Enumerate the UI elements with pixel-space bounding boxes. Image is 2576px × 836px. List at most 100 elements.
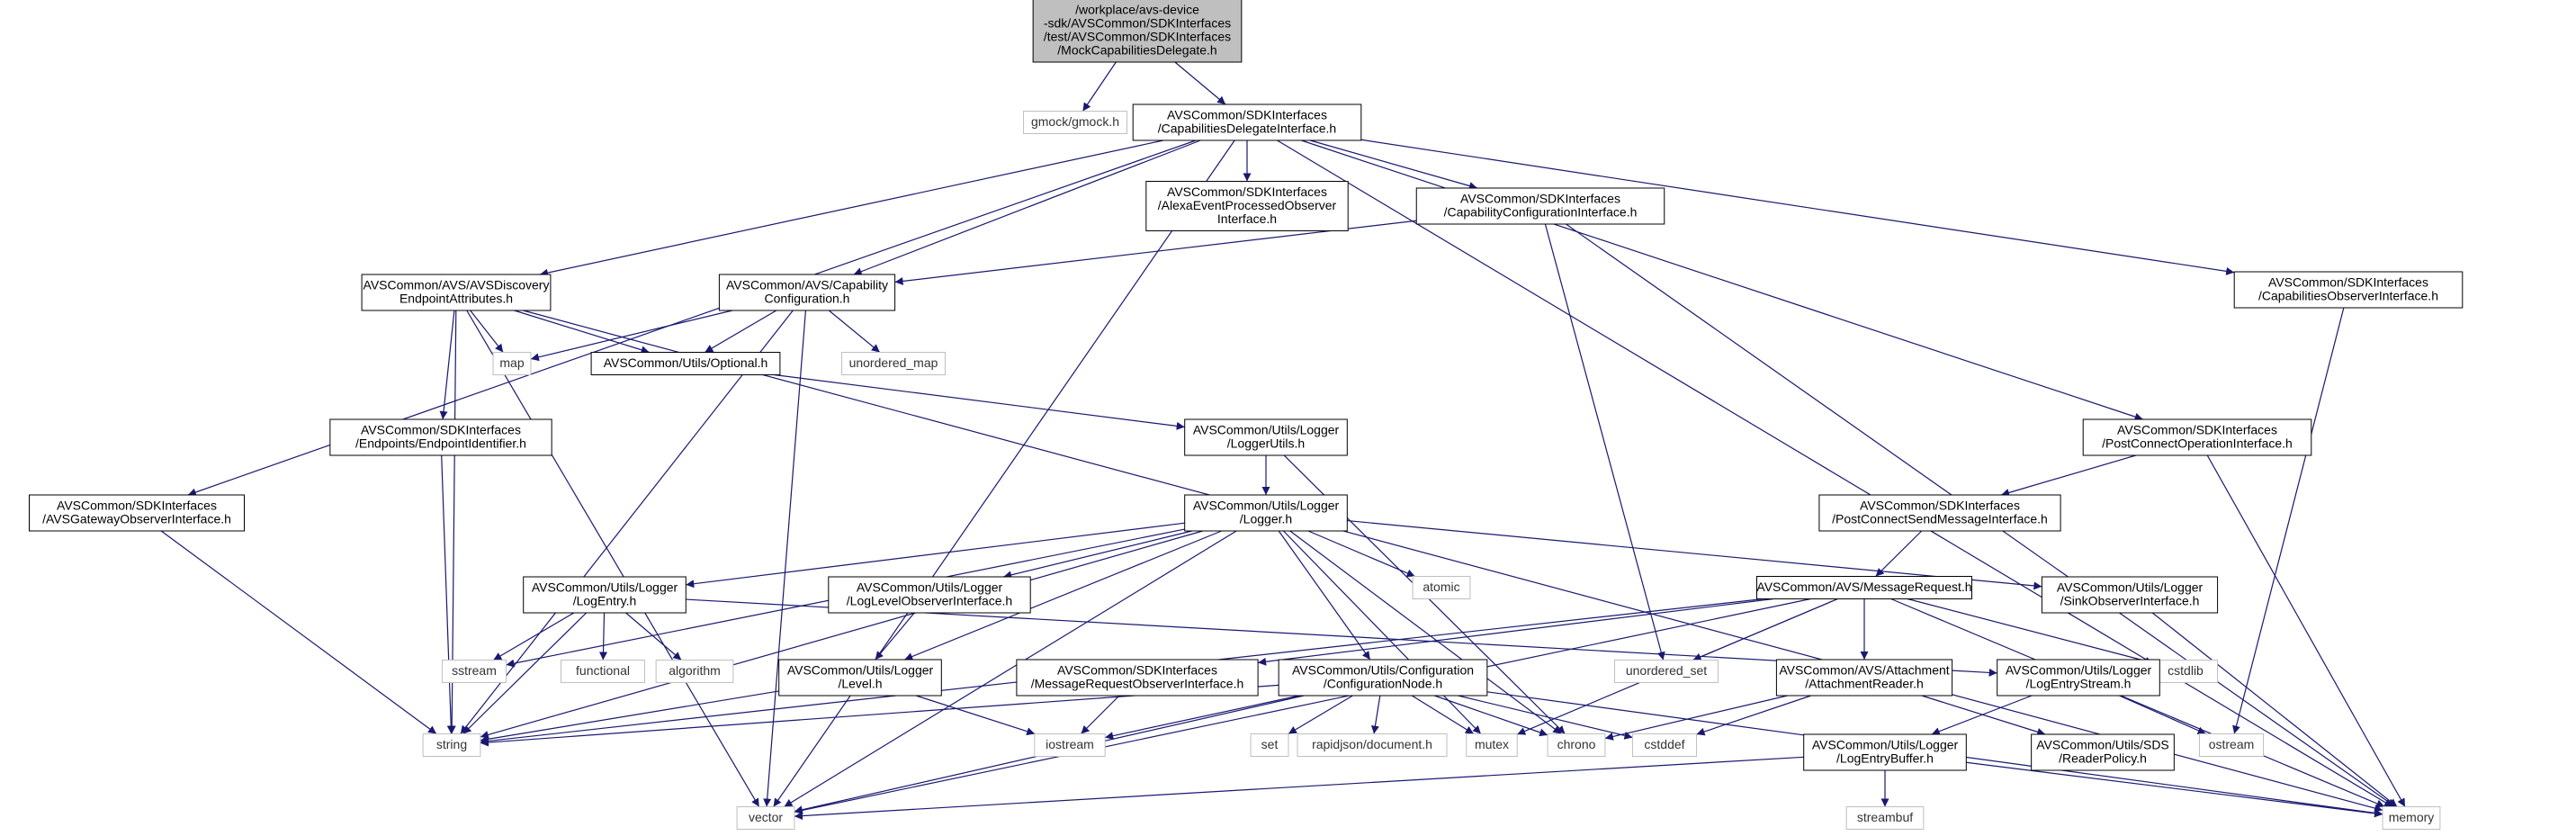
- edge-logentrystream-to-ostream: [2119, 695, 2206, 735]
- node-box: [736, 806, 795, 830]
- node-readerpolicy[interactable]: AVSCommon/Utils/SDS/ReaderPolicy.h: [2031, 733, 2175, 771]
- edge-logger-to-logentry: [686, 522, 1185, 589]
- edge-confnode-to-set: [1288, 695, 1353, 735]
- node-gateway[interactable]: AVSCommon/SDKInterfaces/AVSGatewayObserv…: [29, 494, 245, 532]
- node-label-line: iostream: [1046, 737, 1094, 751]
- node-box: [2382, 806, 2441, 830]
- node-label-line: AVSCommon/AVS/Capability: [726, 278, 888, 292]
- node-label-line: EndpointAttributes.h: [399, 292, 513, 306]
- edge-attreader-to-cstddef: [1696, 695, 1811, 736]
- node-box: [1818, 494, 2061, 532]
- node-ostream: ostream: [2198, 733, 2265, 757]
- node-label-line: AVSCommon/Utils/Logger: [787, 663, 934, 678]
- node-label-line: AVSCommon/Utils/SDS: [2036, 738, 2169, 752]
- node-capability[interactable]: AVSCommon/AVS/CapabilityConfiguration.h: [718, 274, 896, 311]
- node-capobs[interactable]: AVSCommon/SDKInterfaces/CapabilitiesObse…: [2233, 271, 2464, 309]
- node-msgreqobs[interactable]: AVSCommon/SDKInterfaces/MessageRequestOb…: [1016, 659, 1259, 697]
- node-label-line: /workplace/avs-device: [1075, 3, 1199, 17]
- nodes-layer: /workplace/avs-device-sdk/AVSCommon/SDKI…: [29, 0, 2464, 830]
- node-label-line: Configuration.h: [765, 292, 850, 306]
- node-map: map: [492, 352, 532, 375]
- edge-confnode-to-chrono: [1434, 695, 1548, 737]
- edge-logentry-to-string: [462, 612, 588, 734]
- node-endpointid[interactable]: AVSCommon/SDKInterfaces/Endpoints/Endpoi…: [329, 418, 552, 456]
- edge-capdel-to-discovery: [539, 139, 1164, 277]
- node-label-line: /AttachmentReader.h: [1805, 677, 1924, 691]
- edge-logger-to-string: [480, 530, 1204, 739]
- edge-capdel-to-capability: [853, 139, 1201, 275]
- node-sstream: sstream: [441, 660, 507, 683]
- edge-msgreq-to-cstdlib: [1907, 598, 2154, 665]
- node-discovery[interactable]: AVSCommon/AVS/AVSDiscoveryEndpointAttrib…: [361, 274, 552, 311]
- node-box: [1845, 806, 1925, 830]
- node-sinkobs[interactable]: AVSCommon/Utils/Logger/SinkObserverInter…: [2041, 576, 2219, 614]
- node-label-line: /LogEntry.h: [573, 594, 637, 608]
- node-box: [422, 733, 481, 757]
- node-gmock: gmock/gmock.h: [1023, 111, 1127, 134]
- node-label-line: /PostConnectOperationInterface.h: [2102, 436, 2293, 451]
- edge-optional-to-loggerutils: [774, 373, 1185, 430]
- edge-discovery-to-optional: [514, 310, 650, 355]
- node-label-line: /AVSGatewayObserverInterface.h: [42, 512, 231, 526]
- node-label-line: AVSCommon/Utils/Logger: [1193, 499, 1340, 513]
- node-label-line: /ReaderPolicy.h: [2059, 751, 2147, 766]
- node-logger[interactable]: AVSCommon/Utils/Logger/Logger.h: [1184, 494, 1348, 532]
- edge-msgreq-to-vector: [794, 598, 1811, 814]
- edge-capobs-to-ostream: [2232, 307, 2345, 734]
- node-label-line: /CapabilitiesDelegateInterface.h: [1158, 121, 1336, 136]
- node-loglevelobs[interactable]: AVSCommon/Utils/Logger/LogLevelObserverI…: [828, 576, 1031, 614]
- edge-capability-to-optional: [705, 310, 777, 354]
- node-label-line: ostream: [2209, 737, 2255, 751]
- node-box: [492, 352, 532, 375]
- node-postconnsend[interactable]: AVSCommon/SDKInterfaces/PostConnectSendM…: [1818, 494, 2061, 532]
- node-box: [1016, 659, 1259, 697]
- edge-logger-to-loglevelobs: [1003, 530, 1192, 580]
- node-box: [29, 494, 245, 532]
- node-confnode[interactable]: AVSCommon/Utils/Configuration/Configurat…: [1278, 659, 1488, 697]
- node-alexa[interactable]: AVSCommon/SDKInterfaces/AlexaEventProces…: [1145, 181, 1349, 231]
- node-logentrybuf[interactable]: AVSCommon/Utils/Logger/LogEntryBuffer.h: [1803, 733, 1967, 771]
- node-box: [1466, 733, 1518, 757]
- node-logentry[interactable]: AVSCommon/Utils/Logger/LogEntry.h: [523, 576, 687, 614]
- node-postconnop[interactable]: AVSCommon/SDKInterfaces/PostConnectOpera…: [2082, 418, 2312, 456]
- edge-logentry-to-algorithm: [625, 612, 682, 661]
- node-cstddef: cstddef: [1631, 733, 1698, 757]
- edge-confnode-to-iostream: [1105, 695, 1300, 741]
- node-optional[interactable]: AVSCommon/Utils/Optional.h: [590, 352, 781, 375]
- node-label-line: rapidjson/document.h: [1312, 737, 1432, 751]
- node-box: [1631, 733, 1698, 757]
- node-label-line: /MessageRequestObserverInterface.h: [1031, 677, 1244, 691]
- edge-logger-to-vector: [784, 530, 1237, 808]
- node-capdel[interactable]: AVSCommon/SDKInterfaces/CapabilitiesDele…: [1132, 103, 1362, 141]
- edge-capconf-to-uset: [1544, 223, 1665, 661]
- node-label-line: AVSCommon/Utils/Optional.h: [604, 355, 768, 370]
- edge-logentrybuf-to-memory: [1966, 761, 2383, 818]
- node-box: [1997, 659, 2160, 697]
- node-capconf[interactable]: AVSCommon/SDKInterfaces/CapabilityConfig…: [1415, 187, 1665, 225]
- node-box: [1184, 418, 1348, 456]
- node-box: [1184, 494, 1348, 532]
- node-loggerutils[interactable]: AVSCommon/Utils/Logger/LoggerUtils.h: [1184, 418, 1348, 456]
- node-label-line: AVSCommon/AVS/Attachment: [1779, 663, 1949, 678]
- node-mutex: mutex: [1466, 733, 1518, 757]
- node-label-line: /LogLevelObserverInterface.h: [847, 594, 1012, 608]
- node-box: [778, 659, 942, 697]
- node-msgreq[interactable]: AVSCommon/AVS/MessageRequest.h: [1756, 576, 1972, 599]
- node-box: [655, 660, 734, 683]
- node-level[interactable]: AVSCommon/Utils/Logger/Level.h: [778, 659, 942, 697]
- node-label-line: Interface.h: [1217, 211, 1277, 226]
- edge-logger-to-atomic: [1307, 530, 1415, 578]
- node-attreader[interactable]: AVSCommon/AVS/Attachment/AttachmentReade…: [1775, 659, 1953, 697]
- edge-attreader-to-readerpolicy: [1921, 695, 2046, 736]
- node-label-line: AVSCommon/Utils/Logger: [1193, 423, 1340, 437]
- node-label-line: -sdk/AVSCommon/SDKInterfaces: [1044, 16, 1231, 31]
- node-label-line: AVSCommon/SDKInterfaces: [1860, 499, 2020, 513]
- edge-root-to-gmock: [1082, 61, 1117, 112]
- node-box: [1278, 659, 1488, 697]
- node-box: [361, 274, 552, 311]
- node-label-line: /CapabilitiesObserverInterface.h: [2258, 289, 2438, 303]
- node-logentrystream[interactable]: AVSCommon/Utils/Logger/LogEntryStream.h: [1997, 659, 2160, 697]
- node-label-line: set: [1261, 737, 1279, 751]
- node-label-line: AVSCommon/SDKInterfaces: [361, 423, 521, 437]
